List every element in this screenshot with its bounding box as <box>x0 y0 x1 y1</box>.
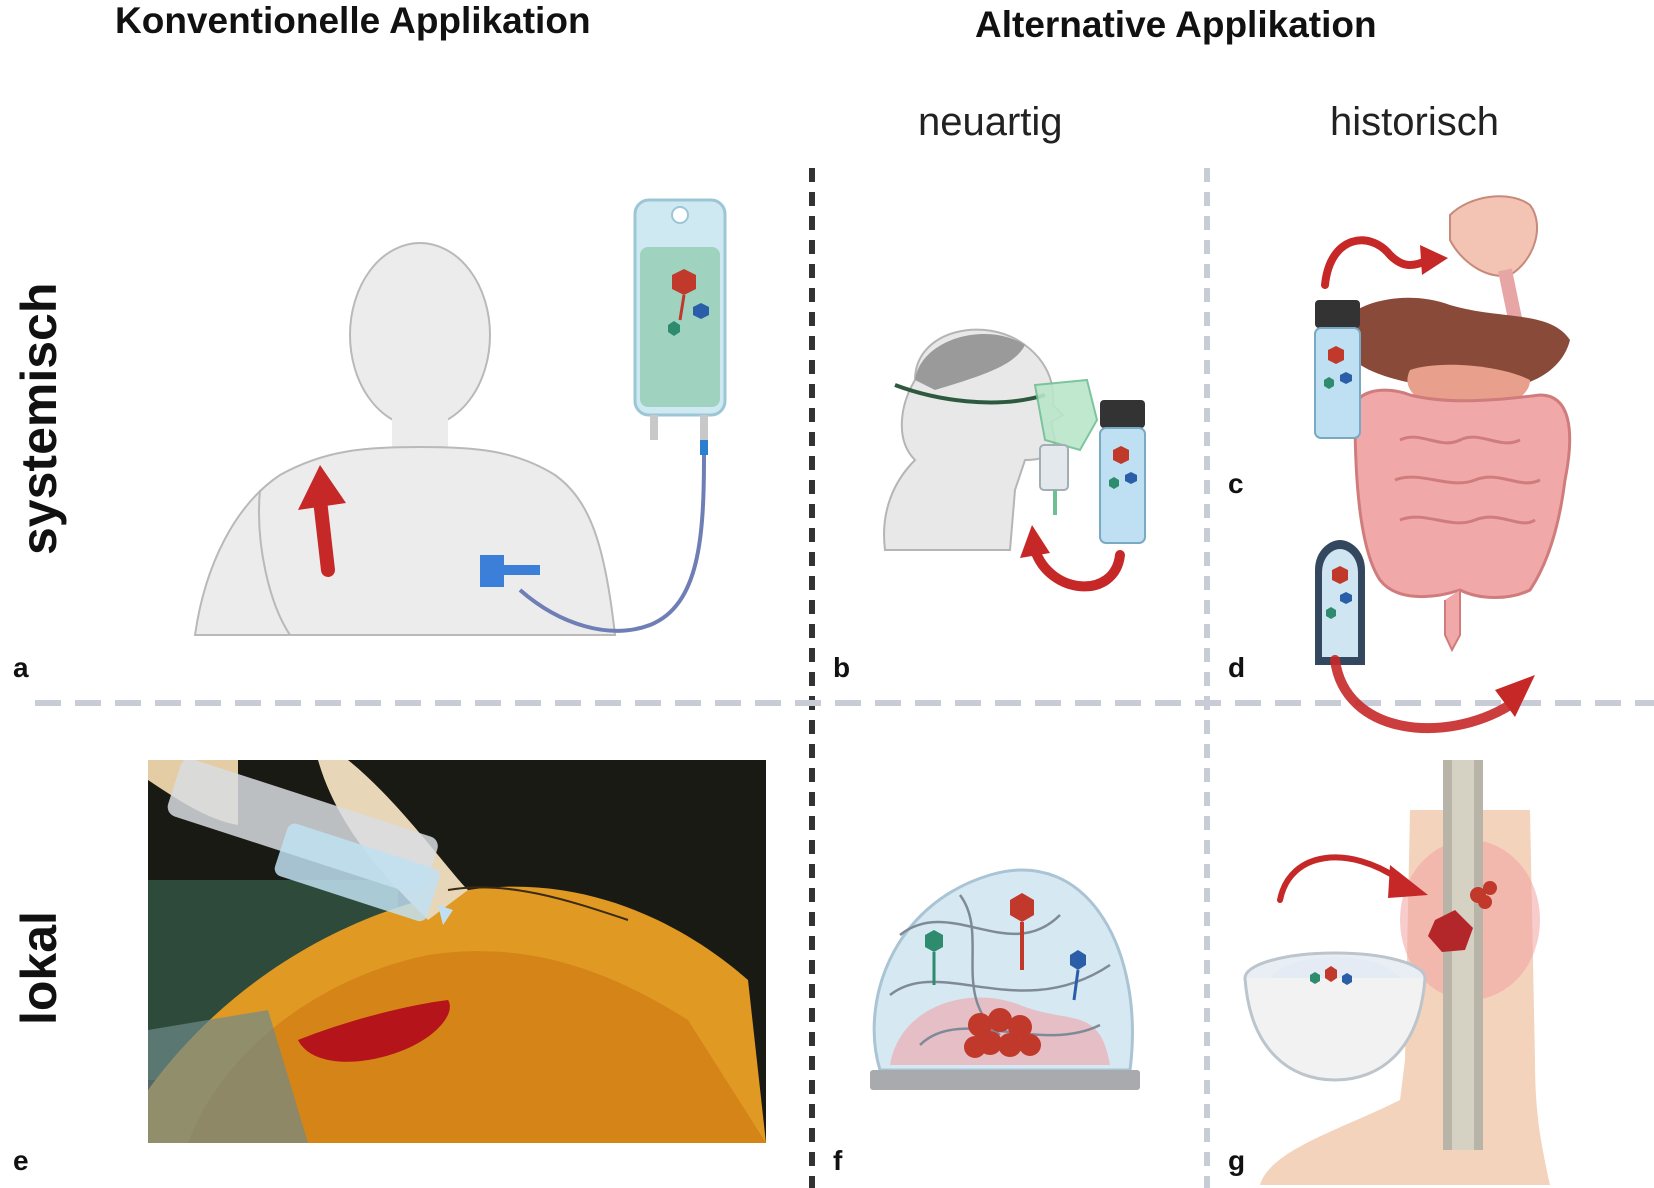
panel-a-infusion <box>193 198 727 636</box>
panel-letter-d: d <box>1228 652 1246 683</box>
panel-letter-a: a <box>13 652 29 683</box>
panel-g-local <box>1243 760 1550 1185</box>
leg-bone-icon <box>1260 760 1550 1185</box>
iv-bag-icon <box>518 198 727 633</box>
bacteria-cluster <box>964 1008 1041 1058</box>
subheader-novel: neuartig <box>918 100 1063 144</box>
panel-letter-b: b <box>833 652 851 683</box>
bowl-icon <box>1243 951 1427 1082</box>
vial-icon <box>1314 300 1361 439</box>
curved-arrow-icon <box>1277 854 1428 903</box>
panel-letter-e: e <box>13 1145 29 1176</box>
butterfly-needle-icon <box>480 555 540 587</box>
panel-letter-c: c <box>1228 468 1244 499</box>
syringe-photo <box>148 760 766 1143</box>
panel-cd-oral <box>1345 195 1572 653</box>
subheader-historical: historisch <box>1330 100 1499 144</box>
panel-d-arrow <box>1330 655 1535 734</box>
upward-arrow-icon <box>298 465 346 577</box>
person-infusion-icon <box>193 242 617 636</box>
person-inhaler-icon <box>883 328 1099 551</box>
panel-letter-f: f <box>833 1145 843 1176</box>
panel-d-capsule <box>1315 540 1365 665</box>
hydrogel-icon <box>870 868 1140 1090</box>
panel-f-hydrogel <box>870 868 1140 1090</box>
panel-c-arrow <box>1321 236 1448 289</box>
panel-letter-g: g <box>1228 1145 1246 1176</box>
header-conventional: Konventionelle Applikation <box>115 0 591 41</box>
curved-arrow-icon <box>1020 525 1125 592</box>
panel-e-photo <box>148 760 766 1143</box>
panel-b-inhalation <box>883 328 1146 592</box>
capsule-icon <box>1315 540 1365 665</box>
header-alternative: Alternative Applikation <box>975 4 1377 45</box>
digestive-system-icon <box>1345 195 1572 653</box>
panel-c-vial <box>1314 300 1361 439</box>
vial-icon <box>1099 400 1146 544</box>
